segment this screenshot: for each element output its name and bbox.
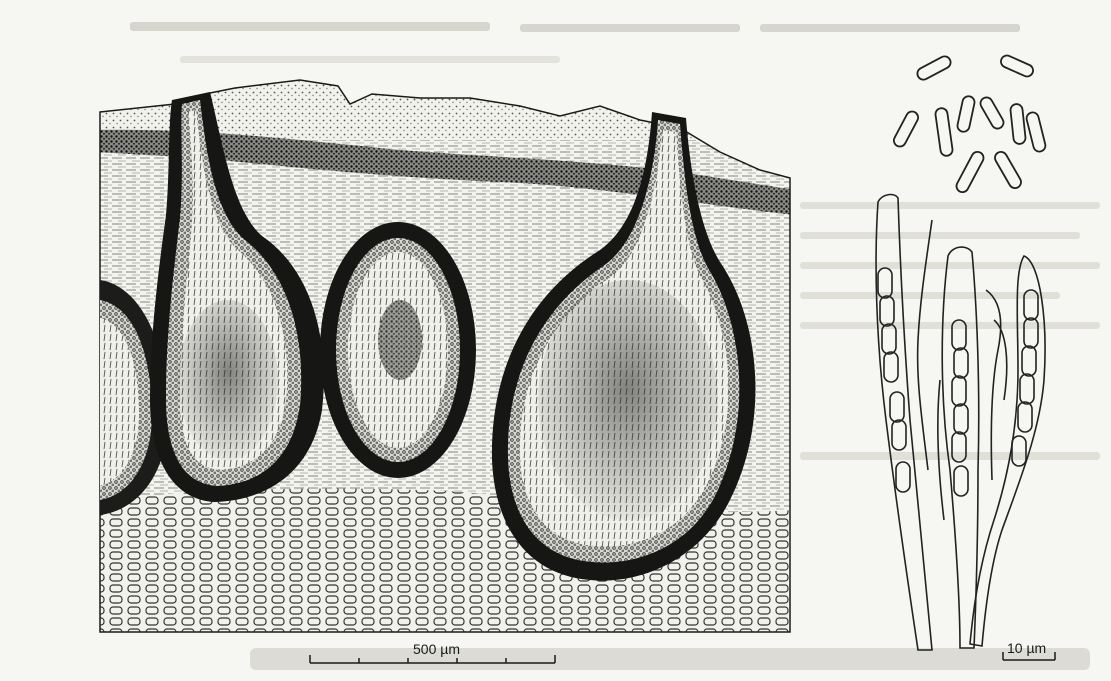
perithecium-2 bbox=[320, 222, 476, 478]
scale-label-500um: 500 µm bbox=[413, 641, 460, 657]
stroma-section bbox=[95, 80, 795, 640]
ascospores bbox=[892, 54, 1047, 195]
scale-label-10um: 10 µm bbox=[1007, 640, 1046, 656]
